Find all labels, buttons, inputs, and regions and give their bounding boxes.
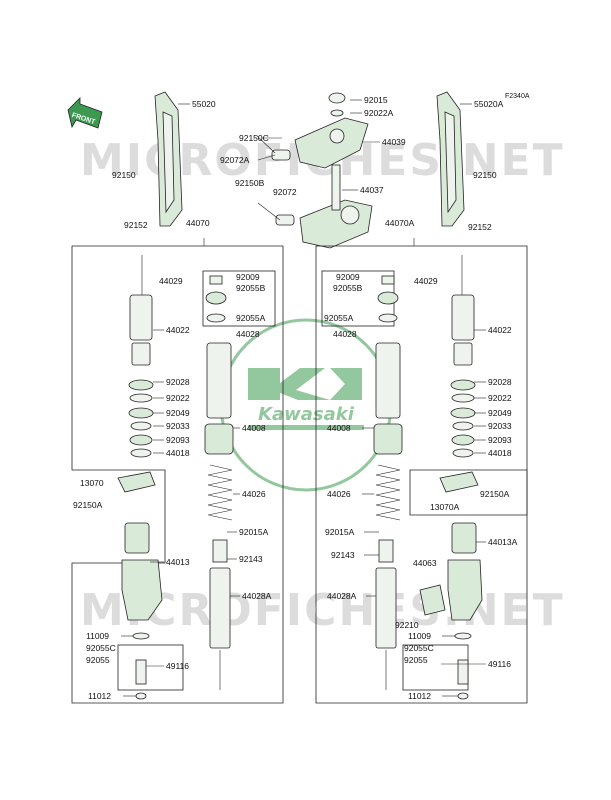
- label-left-11012: 11012: [88, 691, 111, 701]
- upper-triple-clamp: [294, 92, 369, 169]
- label-left-92093: 92093: [166, 435, 190, 445]
- label-left-92049: 92049: [166, 408, 190, 418]
- label-44070A: 44070A: [385, 218, 415, 228]
- label-right-92093: 92093: [488, 435, 512, 445]
- label-right-92015A: 92015A: [325, 527, 355, 537]
- label-right-92022: 92022: [488, 393, 512, 403]
- label-right-13070A: 13070A: [430, 502, 460, 512]
- label-left-44028: 44028: [236, 329, 260, 339]
- label-left-92033: 92033: [166, 421, 190, 431]
- label-92150-right: 92150: [473, 170, 497, 180]
- label-92152-right: 92152: [468, 222, 492, 232]
- label-right-44008: 44008: [327, 423, 351, 433]
- label-right-92049: 92049: [488, 408, 512, 418]
- label-44070: 44070: [186, 218, 210, 228]
- label-left-92022: 92022: [166, 393, 190, 403]
- label-left-92055: 92055: [86, 655, 110, 665]
- label-92150C: 92150C: [239, 133, 269, 143]
- label-left-44018: 44018: [166, 448, 190, 458]
- label-right-11012: 11012: [408, 691, 431, 701]
- label-right-44022: 44022: [488, 325, 512, 335]
- fork-guard-left: [154, 91, 183, 227]
- left-fork-box: [71, 245, 284, 704]
- label-left-44022: 44022: [166, 325, 190, 335]
- label-92152-left: 92152: [124, 220, 148, 230]
- label-left-92143: 92143: [239, 554, 263, 564]
- label-right-11009: 11009: [408, 631, 431, 641]
- label-right-49116: 49116: [488, 659, 511, 669]
- right-fork-box: [315, 245, 528, 704]
- label-left-44008: 44008: [242, 423, 266, 433]
- label-right-92143: 92143: [331, 550, 355, 560]
- label-92072A: 92072A: [220, 155, 250, 165]
- label-92022A: 92022A: [364, 108, 394, 118]
- label-left-44029: 44029: [159, 276, 183, 286]
- front-arrow-icon: FRONT: [67, 97, 103, 129]
- label-left-92009: 92009: [236, 272, 260, 282]
- label-left-92055A: 92055A: [236, 313, 266, 323]
- label-left-44028A: 44028A: [242, 591, 272, 601]
- label-right-44018: 44018: [488, 448, 512, 458]
- clamp-bolts: [256, 135, 295, 226]
- label-92150-left: 92150: [112, 170, 136, 180]
- label-left-92055B: 92055B: [236, 283, 266, 293]
- label-left-44026: 44026: [242, 489, 266, 499]
- label-right-92009: 92009: [336, 272, 360, 282]
- label-right-92033: 92033: [488, 421, 512, 431]
- label-right-92055B: 92055B: [333, 283, 363, 293]
- label-44037: 44037: [360, 185, 384, 195]
- label-left-49116: 49116: [166, 661, 189, 671]
- label-left-11009: 11009: [86, 631, 109, 641]
- label-left-13070: 13070: [80, 478, 104, 488]
- ref-code: F2340A: [505, 93, 530, 100]
- label-right-44063: 44063: [413, 558, 437, 568]
- label-left-92015A: 92015A: [239, 527, 269, 537]
- label-right-44029: 44029: [414, 276, 438, 286]
- label-92150B: 92150B: [235, 178, 265, 188]
- kawasaki-logo-text: Kawasaki: [258, 404, 355, 425]
- label-right-44026: 44026: [327, 489, 351, 499]
- label-92015-top: 92015: [364, 95, 388, 105]
- label-right-92150A: 92150A: [480, 489, 510, 499]
- right-fork-parts: [373, 255, 483, 700]
- left-drain-box: [117, 644, 184, 691]
- label-right-92210: 92210: [395, 620, 419, 630]
- label-left-92028: 92028: [166, 377, 190, 387]
- label-right-92028: 92028: [488, 377, 512, 387]
- label-left-92150A: 92150A: [73, 500, 103, 510]
- fork-guard-right: [436, 91, 465, 227]
- kawasaki-logo: Kawasaki: [219, 318, 393, 492]
- label-55020: 55020: [192, 99, 216, 109]
- steering-stem-clamp: [299, 164, 373, 249]
- label-right-92055: 92055: [404, 655, 428, 665]
- label-44039: 44039: [382, 137, 406, 147]
- label-left-44013: 44013: [166, 557, 190, 567]
- label-right-92055A: 92055A: [324, 313, 354, 323]
- label-right-44028A: 44028A: [327, 591, 357, 601]
- label-left-92055C: 92055C: [86, 643, 116, 653]
- right-guide-box: [409, 469, 528, 516]
- label-right-44013A: 44013A: [488, 537, 518, 547]
- label-right-44028: 44028: [333, 329, 357, 339]
- leader-lines: [121, 99, 486, 697]
- label-92072: 92072: [273, 187, 297, 197]
- left-fork-parts: [117, 255, 234, 700]
- label-55020A: 55020A: [474, 99, 504, 109]
- left-cap-box: [202, 270, 276, 327]
- label-right-92055C: 92055C: [404, 643, 434, 653]
